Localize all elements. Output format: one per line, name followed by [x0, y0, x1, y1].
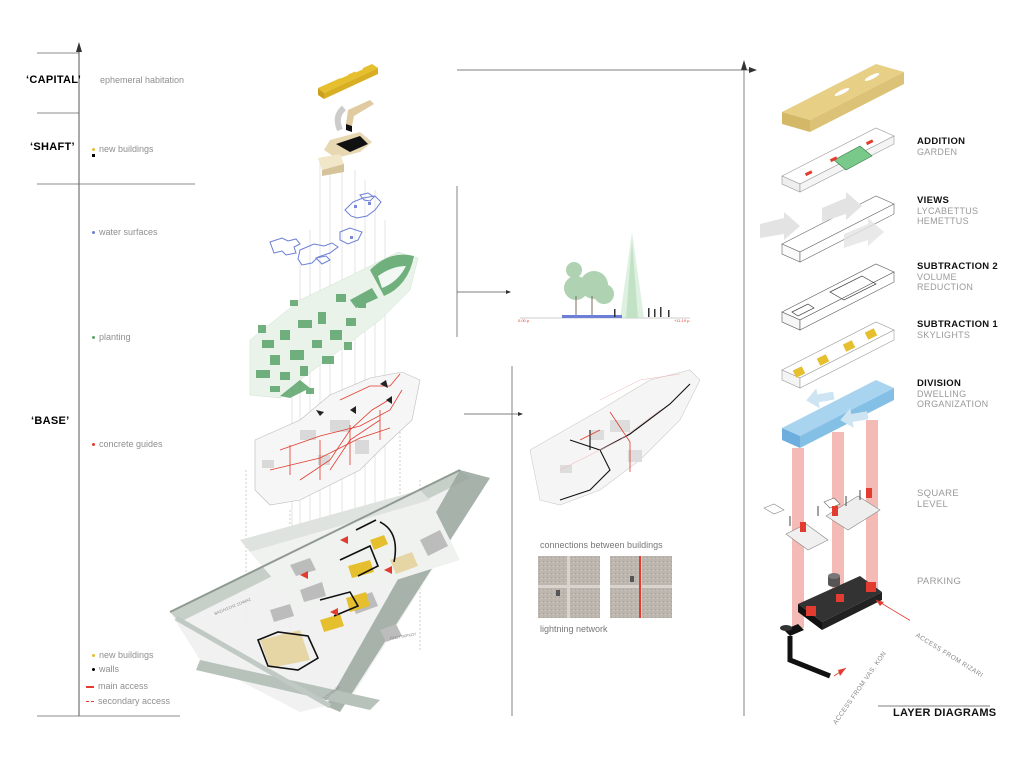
black-dot-icon — [92, 154, 95, 157]
tier-shaft: ‘SHAFT’ — [30, 141, 75, 153]
section-left-level: 0.00 μ — [518, 318, 530, 323]
legend-concrete: concrete guides — [92, 439, 163, 449]
concrete-layer — [254, 371, 421, 506]
connections-caption: connections between buildings — [540, 540, 663, 550]
capital-bar — [318, 64, 378, 99]
yellow-dot-icon — [92, 148, 95, 152]
water-layer — [269, 192, 382, 266]
legend-new-buildings-top: new buildings — [92, 144, 154, 154]
layer-division — [782, 380, 894, 448]
legend-ephemeral: ephemeral habitation — [100, 75, 185, 85]
black-dot-icon — [92, 668, 95, 672]
green-dot-icon — [92, 336, 95, 340]
red-dot-icon — [92, 443, 95, 447]
layer-subtraction-2 — [781, 263, 895, 331]
layer-label-square: SQUARE LEVEL — [917, 488, 959, 510]
legend-walls: walls — [92, 664, 119, 674]
layer-views — [760, 192, 895, 263]
layer-addition — [781, 127, 895, 193]
layer-label-division: DIVISION DWELLING ORGANIZATION — [917, 378, 989, 409]
layer-label-subtraction-2: SUBTRACTION 2 VOLUME REDUCTION — [917, 261, 998, 292]
legend-secondary-access: secondary access — [86, 696, 170, 706]
planting-layer — [249, 251, 419, 399]
exploded-axonometric: ΒΑΣΙΛΙΣΣΗΣ ΣΟΦΙΑΣ ΣΟΥΗΔΙΑΣ ΠΛΟΥΤΑΡΧΟΥ — [169, 64, 490, 712]
section-right-level: +11.19 μ — [674, 318, 690, 323]
base-site: ΒΑΣΙΛΙΣΣΗΣ ΣΟΦΙΑΣ ΣΟΥΗΔΙΑΣ ΠΛΟΥΤΑΡΧΟΥ — [169, 469, 490, 712]
yellow-dot-icon — [92, 654, 95, 658]
layer-square — [763, 488, 881, 551]
layer-subtraction-1 — [781, 321, 895, 389]
connections-plan — [529, 369, 701, 506]
legend-planting: planting — [92, 332, 131, 342]
legend-new-buildings-bottom: new buildings — [92, 650, 154, 660]
tier-capital: ‘CAPITAL’ — [26, 74, 82, 86]
layer-label-addition: ADDITION GARDEN — [917, 136, 966, 157]
section-drawing: 0.00 μ +11.19 μ — [518, 232, 690, 323]
lightning-caption: lightning network — [540, 624, 608, 634]
layer-label-parking: PARKING — [917, 576, 962, 587]
blue-dot-icon — [92, 231, 95, 235]
layer-diagrams — [760, 64, 910, 679]
legend-main-access: main access — [86, 681, 148, 691]
tier-base: ‘BASE’ — [31, 415, 70, 427]
svg-text:ΠΛΟΥΤΑΡΧΟΥ: ΠΛΟΥΤΑΡΧΟΥ — [389, 631, 417, 641]
layer-capital — [782, 64, 904, 132]
shaft-buildings — [318, 100, 374, 176]
layer-parking — [780, 573, 910, 679]
connection-tiles — [538, 556, 672, 618]
layer-label-views: VIEWS LYCABETTUS HEMETTUS — [917, 195, 979, 226]
red-dashed-arrow-icon — [86, 701, 94, 703]
red-arrow-icon — [86, 685, 94, 688]
layer-label-subtraction-1: SUBTRACTION 1 SKYLIGHTS — [917, 319, 998, 340]
legend-water: water surfaces — [92, 227, 158, 237]
layer-diagrams-title: LAYER DIAGRAMS — [893, 707, 997, 719]
